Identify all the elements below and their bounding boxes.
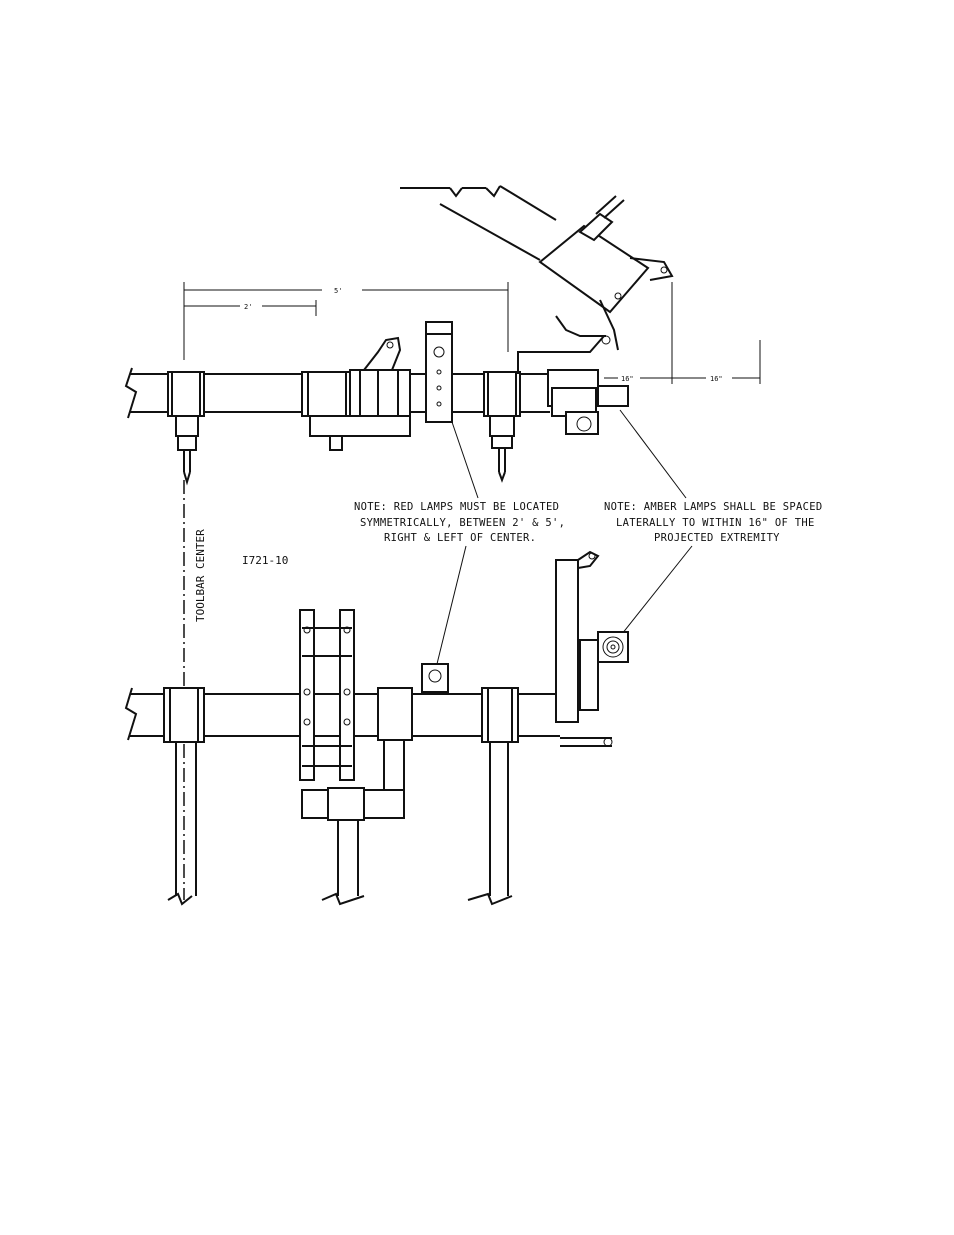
figure-id: I721-10 xyxy=(242,554,288,567)
dimension-lines: 5' 2' 16" 16" xyxy=(184,282,760,384)
amber-note-line-1: NOTE: AMBER LAMPS SHALL BE SPACED xyxy=(604,501,823,513)
amber-note-line-3: PROJECTED EXTREMITY xyxy=(654,532,780,544)
red-lamp-plate xyxy=(422,664,448,692)
red-lamp-bracket xyxy=(426,322,452,422)
dim-2ft: 2' xyxy=(244,303,252,311)
amber-lamp-note: NOTE: AMBER LAMPS SHALL BE SPACED LATERA… xyxy=(604,410,823,644)
mount-assembly xyxy=(302,338,410,450)
center-clamp xyxy=(168,372,204,482)
centerline-label: TOOLBAR CENTER xyxy=(194,529,207,622)
amber-note-line-2: LATERALLY TO WITHIN 16" OF THE xyxy=(616,517,815,529)
outer-clamp xyxy=(484,372,520,480)
dim-16in-right: 16" xyxy=(710,375,723,383)
red-note-line-1: NOTE: RED LAMPS MUST BE LOCATED xyxy=(354,501,559,513)
red-note-line-2: SYMMETRICALLY, BETWEEN 2' & 5', xyxy=(360,517,565,529)
dim-5ft: 5' xyxy=(334,287,342,295)
end-bracket xyxy=(518,336,628,434)
dim-16in-left: 16" xyxy=(621,375,634,383)
red-lamp-note: NOTE: RED LAMPS MUST BE LOCATED SYMMETRI… xyxy=(354,422,565,668)
red-note-line-3: RIGHT & LEFT OF CENTER. xyxy=(384,532,536,544)
elevation-view: 5' 2' 16" 16" xyxy=(126,186,760,482)
